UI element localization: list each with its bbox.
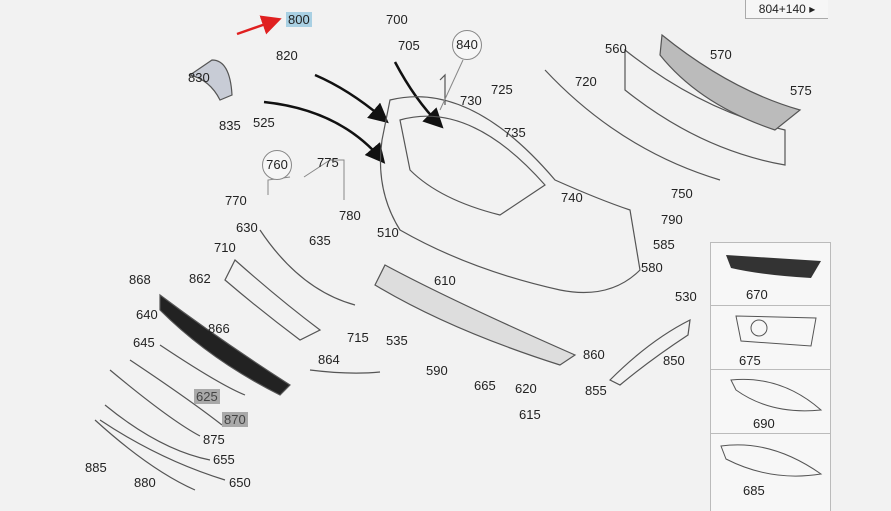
part-label-circled[interactable]: 760 [262,150,292,180]
part-label[interactable]: 770 [225,193,247,208]
part-label[interactable]: 590 [426,363,448,378]
reference-link[interactable]: 804+140 ▸ [745,0,828,19]
part-label[interactable]: 740 [561,190,583,205]
arrow-right-icon: ▸ [809,2,816,16]
reference-label: 804+140 [758,2,806,16]
part-label[interactable]: 835 [219,118,241,133]
bumper-cover [379,73,641,294]
part-label: 690 [753,416,775,431]
part-label[interactable]: 885 [85,460,107,475]
part-label[interactable]: 610 [434,273,456,288]
part-label[interactable]: 850 [663,353,685,368]
part-label: 675 [739,353,761,368]
part-label[interactable]: 790 [661,212,683,227]
part-label[interactable]: 535 [386,333,408,348]
part-label[interactable]: 860 [583,347,605,362]
part-label[interactable]: 510 [377,225,399,240]
part-label[interactable]: 830 [188,70,210,85]
part-label: 685 [743,483,765,498]
part-label[interactable]: 710 [214,240,236,255]
part-label[interactable]: 866 [208,321,230,336]
part-label[interactable]: 705 [398,38,420,53]
part-label[interactable]: 725 [491,82,513,97]
part-label[interactable]: 640 [136,307,158,322]
part-label[interactable]: 750 [671,186,693,201]
part-panel-670[interactable]: 670 [710,242,831,306]
part-label[interactable]: 570 [710,47,732,62]
part-label[interactable]: 862 [189,271,211,286]
part-label-870[interactable]: 870 [222,412,248,427]
part-label[interactable]: 864 [318,352,340,367]
part-label[interactable]: 580 [641,260,663,275]
part-label[interactable]: 875 [203,432,225,447]
part-label-625[interactable]: 625 [194,389,220,404]
part-label-circled[interactable]: 840 [452,30,482,60]
part-label[interactable]: 820 [276,48,298,63]
part-label[interactable]: 655 [213,452,235,467]
part-label[interactable]: 700 [386,12,408,27]
part-label[interactable]: 730 [460,93,482,108]
part-label: 670 [746,287,768,302]
part-label[interactable]: 615 [519,407,541,422]
part-label[interactable]: 620 [515,381,537,396]
part-label[interactable]: 855 [585,383,607,398]
part-label-800[interactable]: 800 [286,12,312,27]
part-label[interactable]: 880 [134,475,156,490]
part-label[interactable]: 780 [339,208,361,223]
part-panel-675[interactable]: 675 [710,305,831,370]
part-label[interactable]: 525 [253,115,275,130]
part-label[interactable]: 575 [790,83,812,98]
red-pointer-arrow [236,15,282,36]
part-label[interactable]: 868 [129,272,151,287]
part-label[interactable]: 635 [309,233,331,248]
assembly-arrows [263,61,444,164]
part-label[interactable]: 630 [236,220,258,235]
part-label[interactable]: 715 [347,330,369,345]
part-label[interactable]: 585 [653,237,675,252]
part-label[interactable]: 735 [504,125,526,140]
support-rails [94,33,802,491]
part-label[interactable]: 560 [605,41,627,56]
part-label[interactable]: 650 [229,475,251,490]
part-panel-690[interactable]: 690 [710,369,831,434]
part-label[interactable]: 530 [675,289,697,304]
part-label[interactable]: 665 [474,378,496,393]
part-panel-685[interactable]: 685 [710,433,831,511]
part-label[interactable]: 775 [317,155,339,170]
leader-lines [267,59,464,200]
part-label[interactable]: 645 [133,335,155,350]
part-label[interactable]: 720 [575,74,597,89]
